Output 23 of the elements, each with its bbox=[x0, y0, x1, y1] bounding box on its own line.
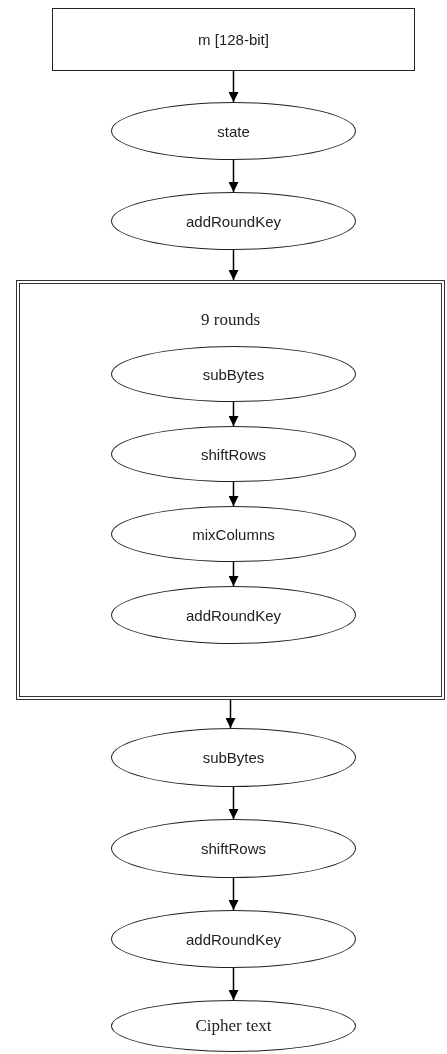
arrow bbox=[228, 401, 239, 427]
arrow bbox=[228, 159, 239, 193]
frame-title: 9 rounds bbox=[201, 310, 260, 330]
arrow bbox=[228, 70, 239, 103]
arrow bbox=[228, 561, 239, 587]
process-ellipse: state bbox=[111, 102, 356, 160]
process-ellipse: addRoundKey bbox=[111, 910, 356, 968]
process-ellipse: Cipher text bbox=[111, 1000, 356, 1052]
process-ellipse: subBytes bbox=[111, 728, 356, 787]
process-ellipse: shiftRows bbox=[111, 426, 356, 482]
loop-frame bbox=[16, 280, 445, 700]
arrow bbox=[225, 699, 236, 729]
arrow bbox=[228, 249, 239, 281]
arrow bbox=[228, 967, 239, 1001]
arrow bbox=[228, 786, 239, 820]
process-ellipse: mixColumns bbox=[111, 506, 356, 562]
process-ellipse: addRoundKey bbox=[111, 586, 356, 644]
input-box: m [128-bit] bbox=[52, 8, 415, 71]
process-ellipse: subBytes bbox=[111, 346, 356, 402]
process-ellipse: shiftRows bbox=[111, 819, 356, 878]
arrow bbox=[228, 877, 239, 911]
arrow bbox=[228, 481, 239, 507]
process-ellipse: addRoundKey bbox=[111, 192, 356, 250]
